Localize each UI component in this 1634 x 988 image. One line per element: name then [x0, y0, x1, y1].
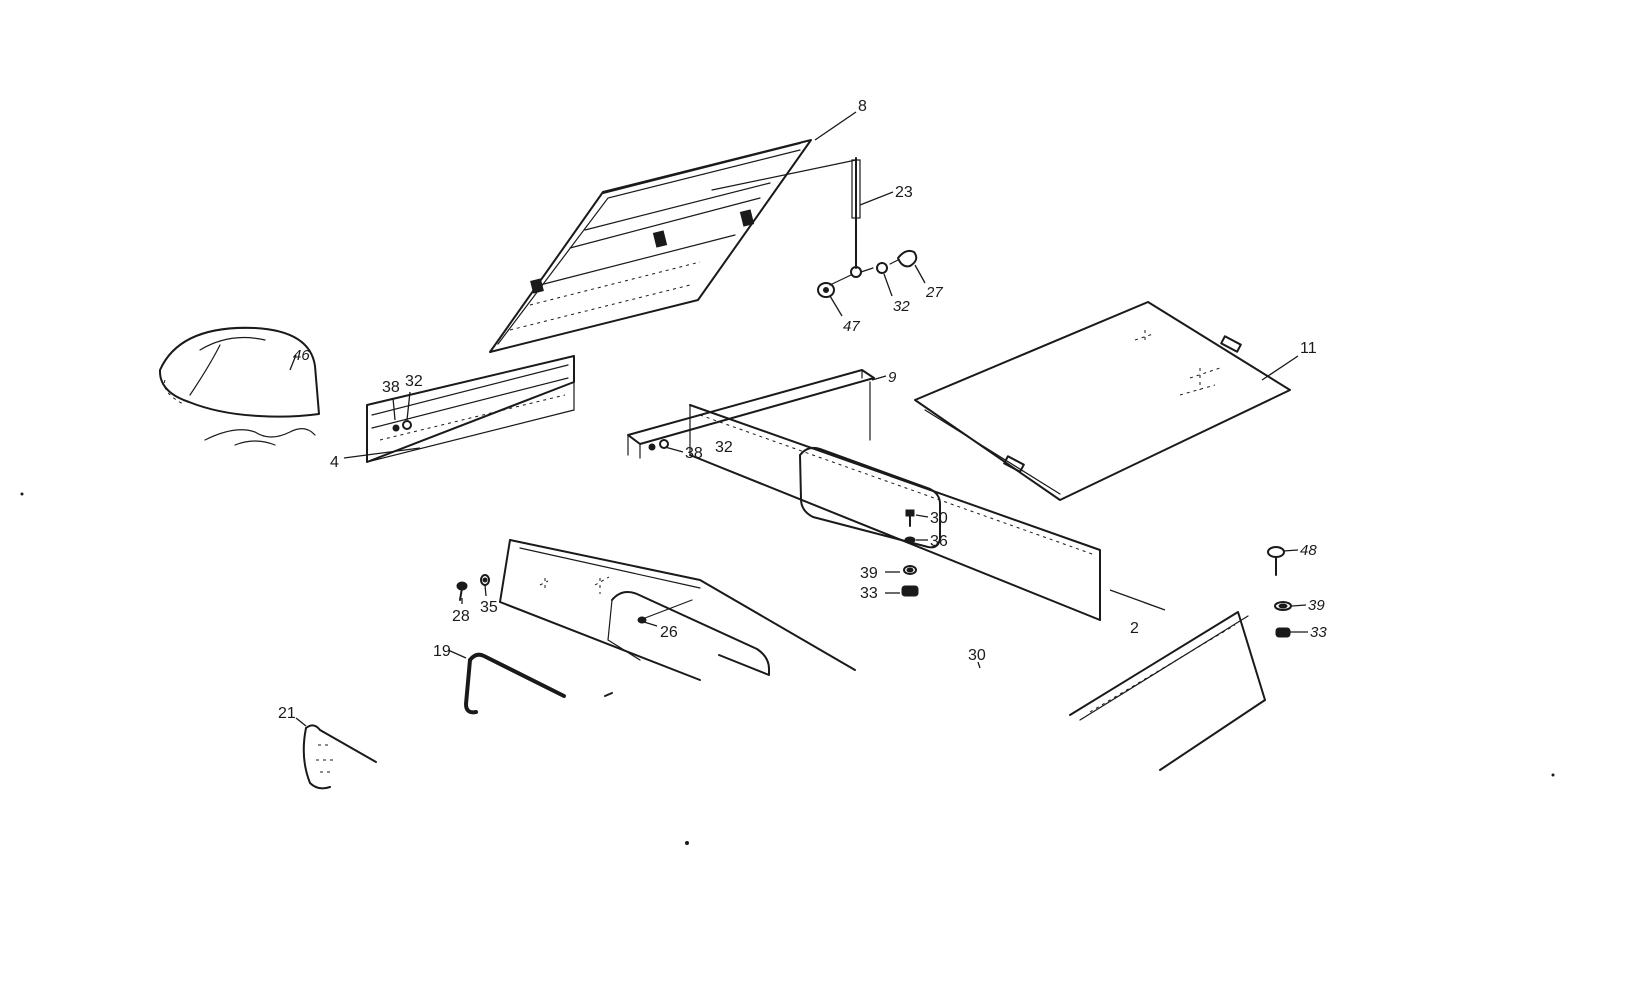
part-2-side-body-panel — [689, 404, 1166, 621]
part-21-quarter-window — [302, 724, 377, 790]
scan-speck — [20, 492, 24, 496]
scan-speck — [685, 841, 689, 845]
part-4-side-trim-rail — [366, 355, 575, 463]
callout-39-center: 39 — [860, 565, 878, 582]
callout-33-right: 33 — [1310, 624, 1327, 641]
callout-11: 11 — [1300, 340, 1317, 357]
bolt-28-washer-35 — [456, 574, 490, 601]
callout-23: 23 — [895, 184, 913, 201]
callout-48: 48 — [1300, 542, 1317, 559]
callout-27: 27 — [925, 284, 943, 301]
callout-26: 26 — [660, 624, 678, 641]
screw-26 — [637, 599, 693, 624]
callout-32-left: 32 — [405, 373, 423, 390]
callout-30-fastener: 30 — [930, 510, 948, 527]
callout-30-floor: 30 — [968, 647, 986, 664]
callout-19: 19 — [433, 643, 451, 660]
callout-28: 28 — [452, 608, 470, 625]
callout-labels: 8 23 27 32 47 46 38 32 4 9 38 32 11 30 3… — [278, 98, 1327, 722]
part-47-nut — [817, 282, 835, 298]
callout-33-center: 33 — [860, 585, 878, 602]
part-8-hatch-panel — [489, 139, 812, 353]
callout-9: 9 — [888, 369, 897, 386]
right-lower-panel — [1069, 611, 1266, 771]
callout-35: 35 — [480, 599, 498, 616]
part-11-roof-panel — [914, 301, 1291, 501]
leader-lines — [289, 111, 1308, 727]
callout-2: 2 — [1130, 620, 1139, 637]
callout-8: 8 — [858, 98, 867, 115]
callout-38-rail: 38 — [685, 445, 703, 462]
callout-4: 4 — [330, 454, 339, 471]
part-9-upper-rail — [627, 369, 875, 459]
fastener-stack-right — [1267, 546, 1292, 638]
callout-32-rail: 32 — [715, 439, 733, 456]
part-23-gas-strut — [711, 157, 874, 286]
callout-32-strut: 32 — [893, 298, 910, 315]
callout-46: 46 — [293, 347, 310, 364]
left-door-panel — [499, 539, 856, 681]
scan-speck — [1551, 773, 1555, 777]
part-19-window-seal — [464, 652, 613, 715]
part-32-strut-washer — [876, 262, 888, 274]
part-27-ball-stud — [889, 249, 918, 268]
callout-47: 47 — [843, 318, 860, 335]
part-46-wheel-arch-cover — [158, 326, 320, 446]
fastener-stack-center — [901, 509, 919, 597]
callout-36: 36 — [930, 533, 948, 550]
callout-38-left: 38 — [382, 379, 400, 396]
callout-39-right: 39 — [1308, 597, 1325, 614]
callout-21: 21 — [278, 705, 296, 722]
